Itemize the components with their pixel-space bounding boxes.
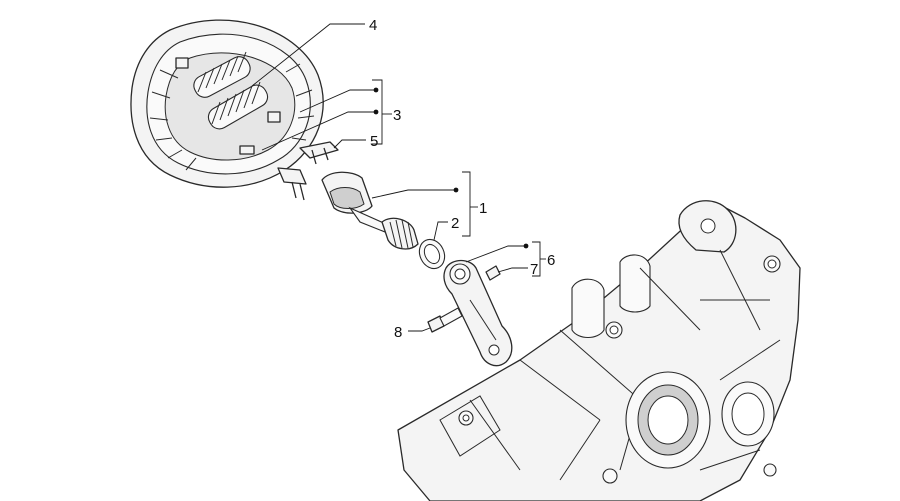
callout-7: 7	[530, 261, 538, 278]
callout-6: 6	[547, 252, 555, 269]
callout-1: 1	[479, 200, 487, 217]
brake-shoe-assembly	[130, 19, 324, 188]
brake-spring-upper	[193, 51, 251, 98]
brake-lever	[443, 259, 513, 367]
callout-leaders	[251, 23, 546, 332]
callout-4: 4	[369, 17, 377, 34]
callout-2: 2	[451, 215, 459, 232]
callout-5: 5	[370, 133, 378, 150]
bolt	[427, 307, 463, 333]
crankcase-cover	[397, 200, 801, 501]
callout-3: 3	[393, 107, 401, 124]
brake-spring-lower	[207, 81, 269, 130]
retaining-clips	[277, 141, 339, 201]
callout-8: 8	[394, 324, 402, 341]
o-ring	[418, 238, 446, 270]
brake-camshaft	[321, 171, 419, 250]
